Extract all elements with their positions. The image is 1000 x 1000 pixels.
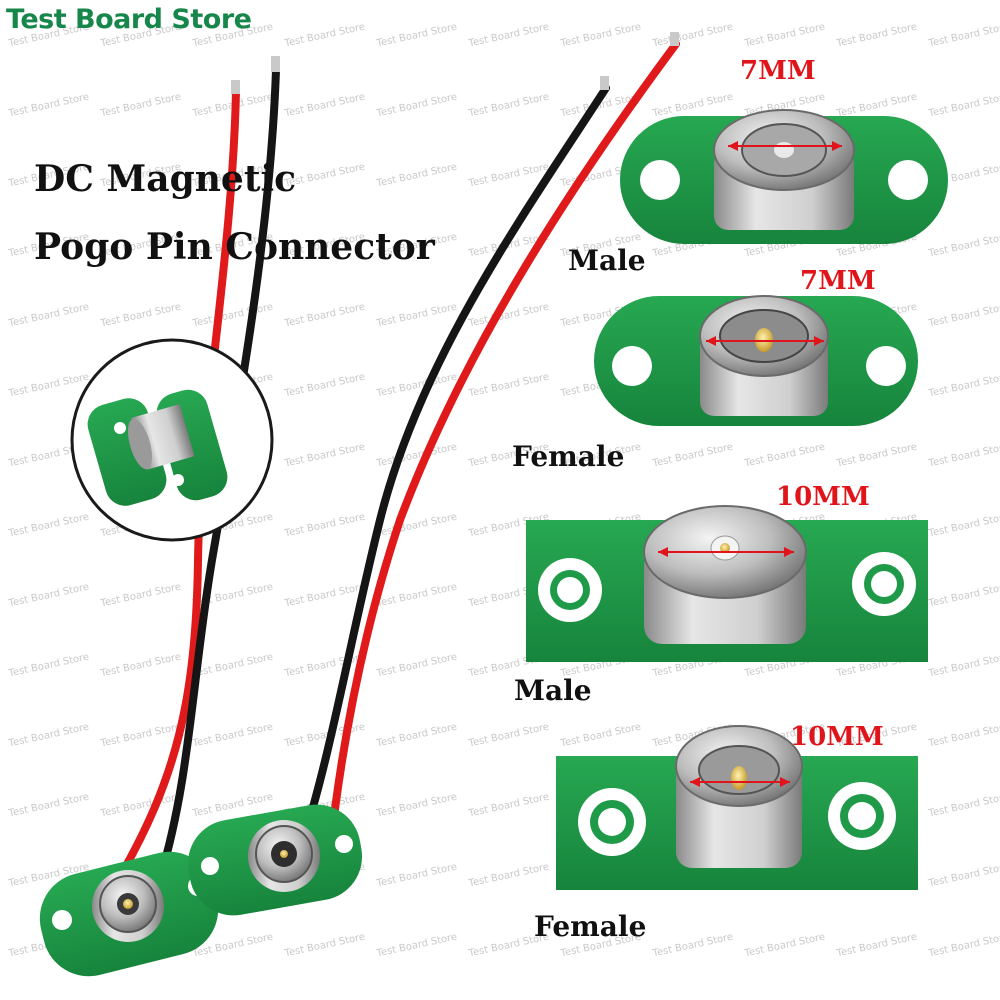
- connector-board-bottom-middle: [187, 804, 363, 916]
- board-7mm-male: [620, 109, 948, 244]
- wire-tip: [271, 56, 280, 72]
- gender-label-male: Male: [514, 674, 592, 707]
- board-10mm-female: [556, 725, 918, 890]
- gender-label-female: Female: [512, 440, 625, 473]
- wire-tip: [670, 32, 679, 46]
- wire-pair-right: [296, 40, 680, 854]
- inset-detail-circle: [70, 338, 274, 542]
- store-logo: Test Board Store: [6, 4, 252, 35]
- size-label-7mm-male: 7MM: [740, 56, 816, 86]
- product-title-line1: DC Magnetic: [34, 158, 297, 200]
- wire-pair-left: [114, 66, 280, 884]
- board-10mm-male: [526, 505, 928, 662]
- product-title-line2: Pogo Pin Connector: [34, 226, 435, 268]
- board-7mm-female: [594, 295, 918, 426]
- wire-tip: [231, 80, 240, 94]
- size-label-10mm-male: 10MM: [776, 482, 870, 512]
- size-label-10mm-female: 10MM: [790, 722, 884, 752]
- size-label-7mm-female: 7MM: [800, 266, 876, 296]
- connector-board-bottom-left: [39, 851, 219, 977]
- gender-label-female: Female: [534, 910, 647, 943]
- wire-tip: [600, 76, 609, 90]
- gender-label-male: Male: [568, 244, 646, 277]
